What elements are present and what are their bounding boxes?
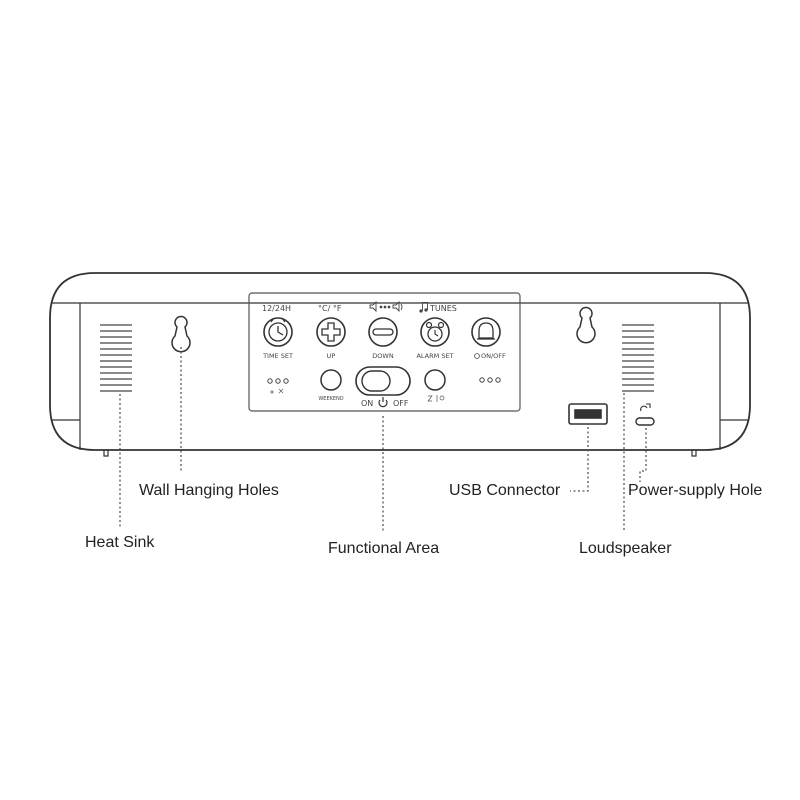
callout-leaders (119, 347, 647, 532)
power-plug-icon (640, 403, 651, 412)
switch-on-label: ON (361, 399, 373, 408)
sensor-icon (270, 388, 284, 394)
wall-hanging-hole-right (576, 306, 596, 344)
panel-label-temp-unit: °C/ °F (318, 304, 342, 313)
power-supply-hole-callout: Power-supply Hole (628, 482, 763, 499)
usb-connector-callout: USB Connector (449, 482, 561, 499)
indicator-dots-left (267, 378, 289, 384)
on-off-label: ON/OFF (481, 352, 506, 360)
heat-sink-left (100, 324, 132, 392)
power-icon (378, 397, 388, 408)
alarm-bell-small-icon (474, 353, 480, 359)
up-button[interactable] (316, 317, 346, 347)
functional-panel: 12/24H °C/ °F TUNES (248, 292, 521, 412)
volume-icon (369, 300, 403, 313)
switch-off-label: OFF (393, 399, 409, 408)
weekend-label: WEEKEND (318, 396, 343, 402)
time-set-label: TIME SET (262, 352, 293, 360)
up-label: UP (327, 352, 336, 360)
loudspeaker-callout: Loudspeaker (579, 540, 672, 557)
music-note-icon (419, 302, 428, 313)
indicator-dots-right (479, 377, 501, 383)
down-label: DOWN (372, 352, 394, 360)
alarm-set-label: ALARM SET (416, 352, 453, 360)
weekend-button[interactable] (320, 369, 342, 391)
usb-connector (568, 403, 608, 425)
alarm-on-off-button[interactable] (471, 317, 501, 347)
power-supply-hole (635, 417, 655, 426)
wall-hanging-holes-callout: Wall Hanging Holes (139, 482, 279, 499)
time-set-button[interactable] (263, 317, 293, 347)
snooze-light-icon (427, 395, 445, 402)
down-button[interactable] (368, 317, 398, 347)
panel-label-tunes: TUNES (429, 304, 457, 313)
snooze-button[interactable] (424, 369, 446, 391)
functional-area-callout: Functional Area (328, 540, 440, 557)
alarm-set-button[interactable] (420, 317, 450, 347)
power-switch[interactable] (355, 366, 411, 396)
heat-sink-callout: Heat Sink (85, 534, 155, 551)
panel-label-12-24h: 12/24H (262, 304, 291, 313)
wall-hanging-hole-left (171, 315, 191, 353)
device-body (49, 272, 751, 457)
heat-sink-right (622, 324, 654, 392)
